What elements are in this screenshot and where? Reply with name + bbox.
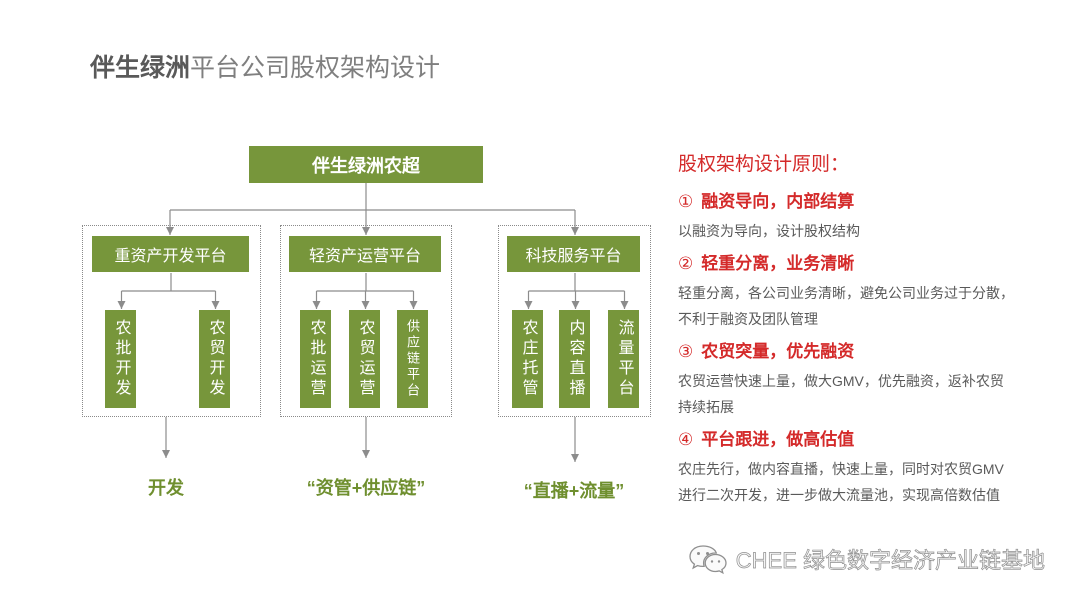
principle-number: ④ bbox=[678, 430, 694, 449]
platform-header-label: 重资产开发平台 bbox=[114, 248, 227, 265]
subsidiary-label: 农贸运营 bbox=[356, 319, 374, 399]
subsidiary-label: 农批开发 bbox=[112, 319, 130, 399]
principle-description-line: 持续拓展 bbox=[678, 399, 734, 415]
principle-title: ① 融资导向，内部结算 bbox=[678, 186, 1014, 218]
watermark-text: CHEE 绿色数字经济产业链基地 bbox=[735, 548, 1045, 574]
outcome-label: “直播+流量” bbox=[523, 481, 625, 501]
subsidiary-label: 内容直播 bbox=[566, 319, 584, 399]
subsidiary-box: 流量平台 bbox=[608, 310, 639, 408]
outcome-label: 开发 bbox=[148, 478, 184, 498]
principle-title: ④ 平台跟进，做高估值 bbox=[678, 424, 1014, 456]
principle-description-line: 轻重分离，各公司业务清晰，避免公司业务过于分散， bbox=[678, 285, 1014, 301]
principle-description-line: 以融资为导向，设计股权结构 bbox=[678, 223, 860, 239]
slide-title: 伴生绿洲平台公司股权架构设计 bbox=[90, 51, 440, 85]
platform-header: 重资产开发平台 bbox=[92, 236, 249, 272]
subsidiary-box: 农贸运营 bbox=[349, 310, 380, 408]
platform-header: 科技服务平台 bbox=[507, 236, 640, 272]
platform-header: 轻资产运营平台 bbox=[289, 236, 441, 272]
principle-title-text: 农贸突量，优先融资 bbox=[701, 342, 855, 361]
subsidiary-box: 农贸开发 bbox=[199, 310, 230, 408]
subsidiary-label: 农批运营 bbox=[307, 319, 325, 399]
subsidiary-box: 供应链平台 bbox=[397, 310, 428, 408]
platform-header-label: 轻资产运营平台 bbox=[308, 248, 421, 265]
principles-list: ① 融资导向，内部结算 以融资为导向，设计股权结构 ② 轻重分离，业务清晰 轻重分离… bbox=[678, 186, 1014, 508]
subsidiary-label: 农贸开发 bbox=[206, 319, 224, 399]
wechat-icon bbox=[689, 545, 727, 575]
platform-group-light-asset: 轻资产运营平台 农批运营 农贸运营 供应链平台 bbox=[280, 225, 452, 417]
principle-title: ② 轻重分离，业务清晰 bbox=[678, 248, 1014, 280]
subsidiary-label: 流量平台 bbox=[615, 319, 633, 399]
principle-description-line: 农庄先行，做内容直播，快速上量，同时对农贸GMV bbox=[678, 461, 1004, 477]
slide-title-highlight: 伴生绿洲 bbox=[90, 54, 191, 82]
principle-title-text: 融资导向，内部结算 bbox=[701, 192, 855, 211]
platform-group-tech-service: 科技服务平台 农庄托管 内容直播 流量平台 bbox=[498, 225, 651, 417]
root-company-box: 伴生绿洲农超 bbox=[249, 146, 483, 183]
subsidiary-box: 内容直播 bbox=[559, 310, 590, 408]
principle-title: ③ 农贸突量，优先融资 bbox=[678, 336, 1014, 368]
root-company-label: 伴生绿洲农超 bbox=[312, 155, 420, 176]
watermark: CHEE 绿色数字经济产业链基地 bbox=[688, 541, 1045, 577]
principles-panel: 股权架构设计原则： ① 融资导向，内部结算 以融资为导向，设计股权结构 ② 轻重分离… bbox=[678, 152, 1014, 512]
principle-title-text: 平台跟进，做高估值 bbox=[701, 430, 855, 449]
platform-header-label: 科技服务平台 bbox=[525, 248, 622, 265]
subsidiary-box: 农庄托管 bbox=[512, 310, 543, 408]
platform-group-heavy-asset: 重资产开发平台 农批开发 农贸开发 bbox=[82, 225, 261, 417]
subsidiary-box: 农批运营 bbox=[300, 310, 331, 408]
principle-item: ① 融资导向，内部结算 以融资为导向，设计股权结构 bbox=[678, 186, 1014, 244]
principle-number: ② bbox=[678, 254, 694, 273]
subsidiary-label: 农庄托管 bbox=[519, 319, 537, 399]
principle-description-line: 农贸运营快速上量，做大GMV，优先融资，返补农贸 bbox=[678, 373, 1004, 389]
principle-number: ③ bbox=[678, 342, 694, 361]
principle-item: ④ 平台跟进，做高估值 农庄先行，做内容直播，快速上量，同时对农贸GMV 进行二次… bbox=[678, 424, 1014, 508]
subsidiary-box: 农批开发 bbox=[105, 310, 136, 408]
principle-description-line: 不利于融资及团队管理 bbox=[678, 311, 818, 327]
outcome-label: “资管+供应链” bbox=[306, 478, 426, 498]
principle-title-text: 轻重分离，业务清晰 bbox=[701, 254, 855, 273]
principle-item: ③ 农贸突量，优先融资 农贸运营快速上量，做大GMV，优先融资，返补农贸 持续拓展 bbox=[678, 336, 1014, 420]
subsidiary-label: 供应链平台 bbox=[405, 319, 420, 399]
principle-item: ② 轻重分离，业务清晰 轻重分离，各公司业务清晰，避免公司业务过于分散， 不利于融… bbox=[678, 248, 1014, 332]
slide-title-rest: 平台公司股权架构设计 bbox=[190, 54, 441, 82]
principles-heading: 股权架构设计原则： bbox=[678, 154, 850, 175]
principle-number: ① bbox=[678, 192, 694, 211]
principle-description-line: 进行二次开发，进一步做大流量池，实现高倍数估值 bbox=[678, 487, 1000, 503]
